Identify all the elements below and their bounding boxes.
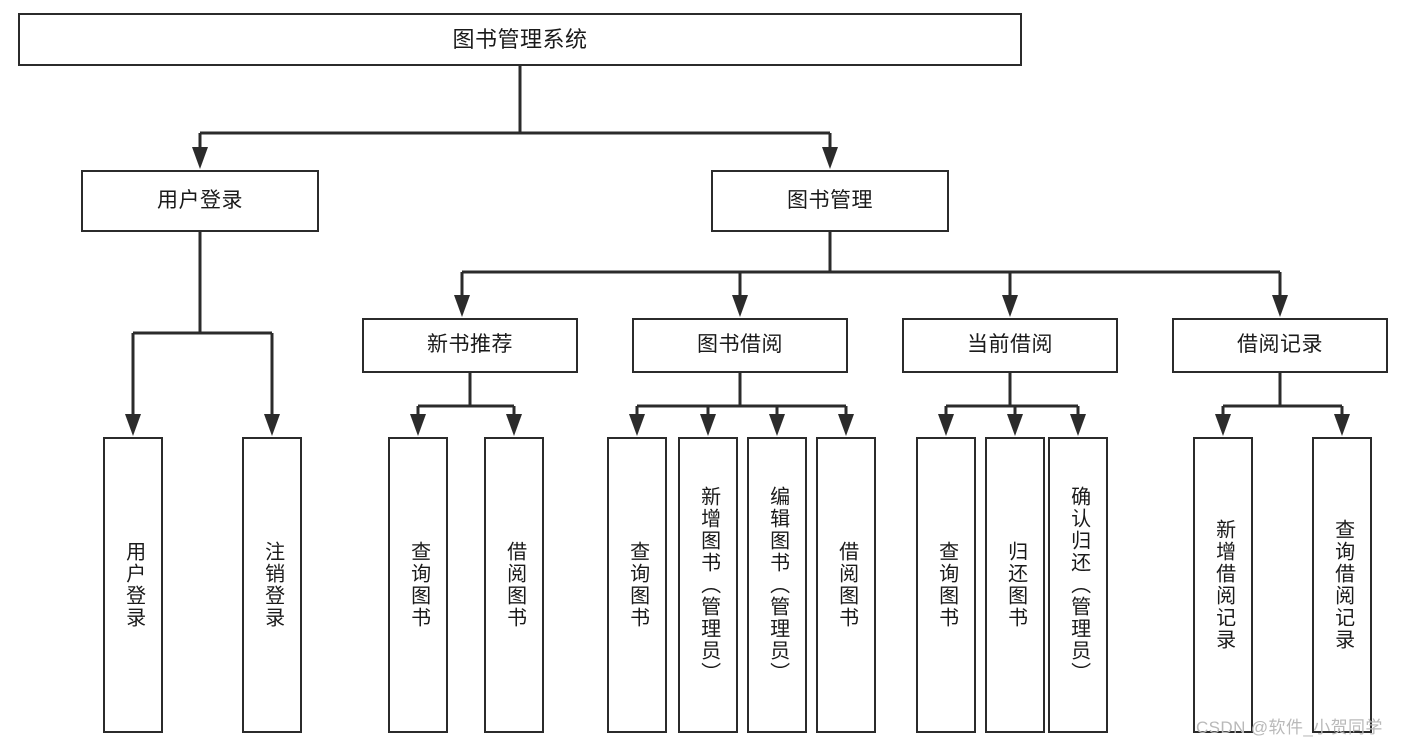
connector-user-login-to-leaves — [125, 232, 280, 436]
node-label-leaf-add-record: 新增借阅记录 — [1212, 519, 1235, 651]
node-label-user-login: 用户登录 — [157, 188, 243, 212]
node-leaf-borrow-book-1[interactable]: 借阅图书 — [484, 437, 544, 733]
node-label-current-borrow: 当前借阅 — [967, 333, 1053, 357]
arrow-head-icon — [506, 414, 522, 436]
node-label-leaf-add-book: 新增图书（管理员） — [697, 486, 720, 684]
node-label-leaf-return-book: 归还图书 — [1004, 541, 1027, 629]
node-label-leaf-query-book-1: 查询图书 — [407, 541, 430, 629]
node-label-leaf-query-book-2: 查询图书 — [626, 541, 649, 629]
node-label-leaf-query-book-3: 查询图书 — [935, 541, 958, 629]
node-book-borrow[interactable]: 图书借阅 — [632, 318, 848, 373]
node-label-leaf-query-record: 查询借阅记录 — [1331, 519, 1354, 651]
arrow-head-icon — [1272, 295, 1288, 317]
connector-current-borrow-to-leaves — [938, 373, 1086, 436]
arrow-head-icon — [838, 414, 854, 436]
node-label-book-manage: 图书管理 — [787, 188, 873, 212]
arrow-head-icon — [264, 414, 280, 436]
arrow-head-icon — [629, 414, 645, 436]
node-leaf-query-book-3[interactable]: 查询图书 — [916, 437, 976, 733]
node-leaf-user-logout[interactable]: 注销登录 — [242, 437, 302, 733]
node-new-book-rec[interactable]: 新书推荐 — [362, 318, 578, 373]
connector-book-borrow-to-leaves — [629, 373, 854, 436]
node-label-leaf-borrow-book-2: 借阅图书 — [835, 541, 858, 629]
arrow-head-icon — [700, 414, 716, 436]
node-leaf-edit-book[interactable]: 编辑图书（管理员） — [747, 437, 807, 733]
node-leaf-add-book[interactable]: 新增图书（管理员） — [678, 437, 738, 733]
node-leaf-borrow-book-2[interactable]: 借阅图书 — [816, 437, 876, 733]
node-root[interactable]: 图书管理系统 — [18, 13, 1022, 66]
arrow-head-icon — [1070, 414, 1086, 436]
node-label-leaf-user-login: 用户登录 — [122, 541, 145, 629]
node-label-leaf-user-logout: 注销登录 — [261, 541, 284, 629]
connector-new-book-rec-to-leaves — [410, 373, 522, 436]
arrow-head-icon — [192, 147, 208, 169]
node-label-leaf-edit-book: 编辑图书（管理员） — [766, 486, 789, 684]
node-leaf-query-record[interactable]: 查询借阅记录 — [1312, 437, 1372, 733]
connector-borrow-record-to-leaves — [1215, 373, 1350, 436]
node-current-borrow[interactable]: 当前借阅 — [902, 318, 1118, 373]
arrow-head-icon — [410, 414, 426, 436]
node-label-new-book-rec: 新书推荐 — [427, 333, 513, 357]
node-leaf-confirm-return[interactable]: 确认归还（管理员） — [1048, 437, 1108, 733]
arrow-head-icon — [938, 414, 954, 436]
connectors-group — [125, 66, 1350, 436]
arrow-head-icon — [125, 414, 141, 436]
node-label-borrow-record: 借阅记录 — [1237, 333, 1323, 357]
node-label-root: 图书管理系统 — [452, 26, 588, 52]
node-leaf-user-login[interactable]: 用户登录 — [103, 437, 163, 733]
arrow-head-icon — [769, 414, 785, 436]
node-label-book-borrow: 图书借阅 — [697, 333, 783, 357]
node-leaf-add-record[interactable]: 新增借阅记录 — [1193, 437, 1253, 733]
arrow-head-icon — [454, 295, 470, 317]
arrow-head-icon — [1334, 414, 1350, 436]
arrow-head-icon — [732, 295, 748, 317]
node-borrow-record[interactable]: 借阅记录 — [1172, 318, 1388, 373]
node-book-manage[interactable]: 图书管理 — [711, 170, 949, 232]
arrow-head-icon — [822, 147, 838, 169]
arrow-head-icon — [1002, 295, 1018, 317]
node-label-leaf-borrow-book-1: 借阅图书 — [503, 541, 526, 629]
arrow-head-icon — [1007, 414, 1023, 436]
node-leaf-query-book-2[interactable]: 查询图书 — [607, 437, 667, 733]
node-leaf-return-book[interactable]: 归还图书 — [985, 437, 1045, 733]
node-user-login[interactable]: 用户登录 — [81, 170, 319, 232]
connector-book-manage-to-level3 — [454, 232, 1288, 317]
connector-root-to-level2 — [192, 66, 838, 169]
node-label-leaf-confirm-return: 确认归还（管理员） — [1067, 486, 1090, 684]
arrow-head-icon — [1215, 414, 1231, 436]
node-leaf-query-book-1[interactable]: 查询图书 — [388, 437, 448, 733]
